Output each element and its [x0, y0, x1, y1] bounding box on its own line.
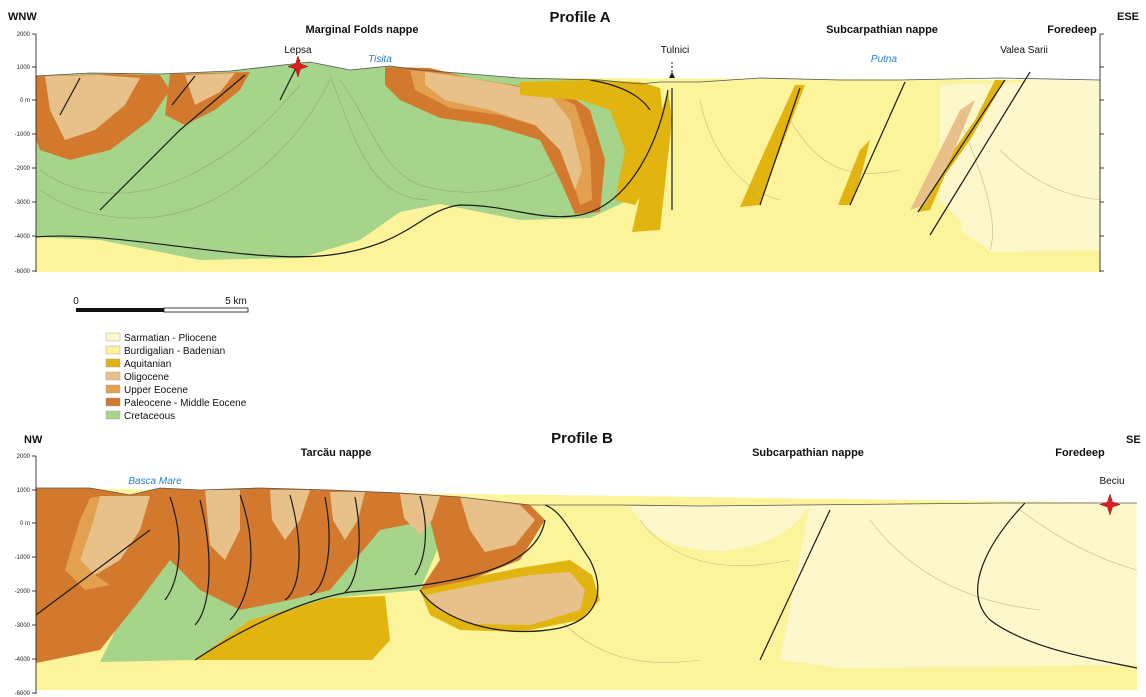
profile-a-nappe-label: Marginal Folds nappe [305, 24, 418, 36]
profile-b-right-direction: SE [1126, 434, 1141, 446]
profile-a-locality-label: Valea Sarii [1000, 45, 1048, 56]
profile-a-tick: 1000 [17, 65, 31, 71]
profile-b-tick: -4000 [15, 657, 31, 663]
profile-a-tick: 0 m [20, 98, 30, 104]
profile-a-left-axis [32, 34, 36, 272]
legend-swatch [106, 333, 120, 341]
legend-item-label: Upper Eocene [124, 385, 188, 396]
profile-a-tick: -2000 [15, 166, 31, 172]
profile-a-title: Profile A [549, 9, 610, 26]
profile-a-tick: -3000 [15, 200, 31, 206]
scale-bar-end-label: 5 km [225, 296, 247, 307]
legend-item-label: Sarmatian - Pliocene [124, 333, 217, 344]
profile-b-tick: 0 m [20, 521, 30, 527]
profile-a-right-direction: ESE [1117, 11, 1139, 23]
profile-a-locality-label: Lepsa [284, 45, 312, 56]
profile-b-left-axis [32, 456, 36, 694]
legend-swatch [106, 372, 120, 380]
profile-b-river-label: Basca Mare [128, 476, 182, 487]
profile-a-tick: -1000 [15, 132, 31, 138]
profile-b-locality-label: Beciu [1099, 476, 1124, 487]
profile-a-left-direction: WNW [8, 11, 37, 23]
profile-b-tick: -1000 [15, 555, 31, 561]
legend-swatch [106, 411, 120, 419]
legend-swatch [106, 359, 120, 367]
legend-item-label: Cretaceous [124, 411, 175, 422]
profile-b: 2000 1000 0 m -1000 -2000 -3000 -4000 -6… [15, 430, 1141, 697]
legend-item-label: Paleocene - Middle Eocene [124, 398, 247, 409]
legend-item-label: Oligocene [124, 372, 169, 383]
profile-a-right-axis [1100, 34, 1104, 272]
profile-a-tick: -6000 [15, 269, 31, 275]
profile-a-tick: -4000 [15, 234, 31, 240]
profile-a-nappe-label: Subcarpathian nappe [826, 24, 938, 36]
profile-b-tick: 1000 [17, 488, 31, 494]
profile-b-nappe-label: Foredeep [1055, 447, 1105, 459]
legend-item-label: Burdigalian - Badenian [124, 346, 225, 357]
scale-bar: 0 5 km [73, 296, 248, 312]
profile-a-river-label: Tisita [368, 54, 392, 65]
legend-item-label: Aquitanian [124, 359, 171, 370]
profile-a-tick: 2000 [17, 32, 31, 38]
profile-b-sarmatian-foredeep [780, 503, 1137, 668]
profile-a-nappe-label: Foredeep [1047, 24, 1097, 36]
profile-a: 2000 1000 0 m -1000 -2000 -3000 -4000 -6… [8, 9, 1139, 275]
tulnici-marker-icon [669, 72, 675, 78]
profile-b-tick: 2000 [17, 454, 31, 460]
scale-bar-start-label: 0 [73, 296, 79, 307]
profile-b-tick: -6000 [15, 691, 31, 697]
legend-swatch [106, 346, 120, 354]
profile-b-nappe-label: Tarcău nappe [301, 447, 372, 459]
profile-a-locality-label: Tulnici [661, 45, 690, 56]
legend: Sarmatian - Pliocene Burdigalian - Baden… [106, 333, 247, 422]
profile-b-nappe-label: Subcarpathian nappe [752, 447, 864, 459]
profile-b-tick: -3000 [15, 623, 31, 629]
legend-swatch [106, 385, 120, 393]
legend-swatch [106, 398, 120, 406]
profile-a-river-label: Putna [871, 54, 898, 65]
profile-b-title: Profile B [551, 430, 613, 447]
profile-b-left-direction: NW [24, 434, 43, 446]
profile-b-tick: -2000 [15, 589, 31, 595]
